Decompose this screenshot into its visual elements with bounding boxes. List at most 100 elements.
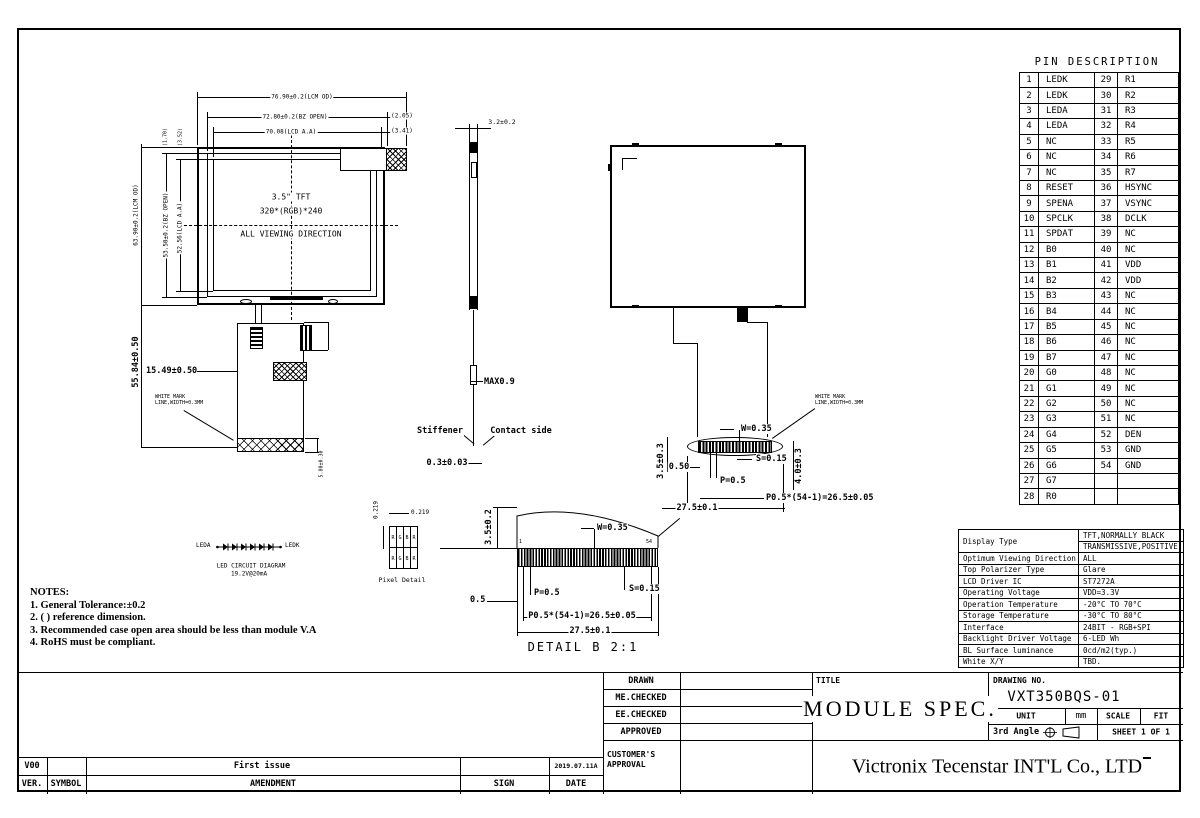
leda-label: LEDA bbox=[196, 542, 211, 549]
pin-number-cell: 24 bbox=[1019, 426, 1039, 444]
pin-number-cell: 46 bbox=[1094, 334, 1118, 351]
sheet-title: MODULE SPEC. bbox=[802, 696, 998, 722]
pin-number-cell: 1 bbox=[1019, 71, 1039, 89]
dim-contact-width: W=0.35 bbox=[741, 424, 772, 434]
pin-signal-cell: NC bbox=[1117, 395, 1179, 413]
dim-aa-offset: (3.41) bbox=[390, 127, 414, 135]
dim-fpc-35: 3.5±0.3 bbox=[656, 442, 666, 480]
spec-label-cell: White X/Y bbox=[958, 655, 1079, 668]
drawing-border bbox=[17, 28, 1181, 792]
pin-signal-cell: NC bbox=[1117, 411, 1179, 428]
pin-signal-cell: SPENA bbox=[1038, 195, 1095, 212]
note-item: 2. ( ) reference dimension. bbox=[30, 612, 146, 623]
pin-number-cell bbox=[1094, 488, 1118, 505]
pin-number-cell: 52 bbox=[1094, 426, 1118, 444]
stiffener-label: Stiffener bbox=[415, 426, 465, 436]
pin-number-cell: 36 bbox=[1094, 179, 1118, 197]
pin-number-cell: 30 bbox=[1094, 87, 1118, 104]
dim-detail-width: 27.5±0.1 bbox=[568, 626, 612, 636]
pin-signal-cell: R6 bbox=[1117, 149, 1179, 166]
pin-signal-cell: B1 bbox=[1038, 257, 1095, 274]
title-label: TITLE bbox=[816, 676, 841, 685]
pin-number-cell: 29 bbox=[1094, 71, 1118, 89]
date-header: DATE bbox=[564, 779, 588, 789]
dim-detail-margin: 0.5 bbox=[470, 595, 486, 605]
spec-value-cell: VDD=3.3V bbox=[1078, 586, 1184, 599]
pin-signal-cell: G5 bbox=[1038, 442, 1095, 459]
pin-number-cell: 26 bbox=[1019, 457, 1039, 474]
pin-signal-cell: NC bbox=[1117, 380, 1179, 397]
contact-strip-detail bbox=[517, 548, 658, 567]
dim-max-thickness: MAX0.9 bbox=[484, 377, 515, 387]
pin-number-cell: 31 bbox=[1094, 102, 1118, 120]
pin-signal-cell: DEN bbox=[1117, 426, 1179, 444]
pin-number-cell: 51 bbox=[1094, 411, 1118, 428]
backlight-fpc-fold bbox=[340, 148, 387, 171]
pin-number-cell: 13 bbox=[1019, 257, 1039, 274]
spec-value-cell: TRANSMISSIVE,POSITIVE bbox=[1078, 540, 1184, 553]
pin-signal-cell: R7 bbox=[1117, 164, 1179, 181]
ledk-label: LEDK bbox=[285, 542, 300, 549]
spec-label-cell: Top Polarizer Type bbox=[958, 563, 1079, 576]
pin-signal-cell: B5 bbox=[1038, 318, 1095, 336]
drawn-label: DRAWN bbox=[627, 676, 655, 686]
pin-signal-cell: R3 bbox=[1117, 102, 1179, 120]
dim-stiffener-height: 3.5±0.2 bbox=[484, 508, 494, 546]
customer-approval-label: CUSTOMER'S APPROVAL bbox=[607, 750, 656, 770]
pin-number-cell: 15 bbox=[1019, 287, 1039, 305]
pin-signal-cell: GND bbox=[1117, 442, 1179, 459]
pin-signal-cell: B6 bbox=[1038, 334, 1095, 351]
pin-number-cell: 4 bbox=[1019, 118, 1039, 135]
dim-detail-pitch: P0.5*(54-1)=26.5±0.05 bbox=[527, 611, 637, 621]
pin-signal-cell: B2 bbox=[1038, 272, 1095, 289]
stiffener-arc bbox=[516, 511, 659, 548]
pin-number-cell: 8 bbox=[1019, 179, 1039, 197]
pin-number-cell: 54 bbox=[1094, 457, 1118, 474]
pin-number-cell: 49 bbox=[1094, 380, 1118, 397]
pin-number-cell: 20 bbox=[1019, 365, 1039, 382]
pin-signal-cell bbox=[1117, 472, 1179, 490]
spec-row: Storage Temperature-30°C TO 80°C bbox=[958, 609, 1184, 622]
dim-pitch-short: P=0.5 bbox=[720, 476, 746, 486]
spec-label-cell: Display Type bbox=[958, 529, 1079, 553]
dim-aa-height: 52.56(LCD A.A) bbox=[176, 201, 184, 255]
pin-number-cell: 33 bbox=[1094, 133, 1118, 151]
pin-signal-cell: NC bbox=[1117, 303, 1179, 320]
pin-number-cell: 40 bbox=[1094, 241, 1118, 259]
pin-number-cell: 37 bbox=[1094, 195, 1118, 212]
pin-number-cell: 28 bbox=[1019, 488, 1039, 505]
spec-value-cell: TBD. bbox=[1078, 655, 1184, 668]
pin-signal-cell: R0 bbox=[1038, 488, 1095, 505]
notes: NOTES: 1. General Tolerance:±0.2 2. ( ) … bbox=[30, 587, 316, 650]
notes-title: NOTES: bbox=[30, 587, 70, 598]
pin-number-cell: 14 bbox=[1019, 272, 1039, 289]
dim-lcm-width: 76.90±0.2(LCM OD) bbox=[270, 93, 334, 101]
spec-label-cell: Interface bbox=[958, 621, 1079, 634]
pixel-detail-caption: Pixel Detail bbox=[377, 576, 427, 584]
detail-b-caption: DETAIL B 2:1 bbox=[526, 640, 640, 654]
pin-signal-cell: SPDAT bbox=[1038, 226, 1095, 243]
pin-number-cell: 27 bbox=[1019, 472, 1039, 490]
backlight-fpc-hatch bbox=[386, 148, 407, 171]
pin-number-cell: 21 bbox=[1019, 380, 1039, 397]
pin-signal-cell: NC bbox=[1117, 287, 1179, 305]
pin-number-cell: 45 bbox=[1094, 318, 1118, 336]
pin-signal-cell: R5 bbox=[1117, 133, 1179, 151]
pin1-label: 1 bbox=[519, 539, 523, 546]
sheet-number: SHEET 1 OF 1 bbox=[1111, 727, 1171, 737]
dim-bz-offset: (2.05) bbox=[390, 112, 414, 120]
